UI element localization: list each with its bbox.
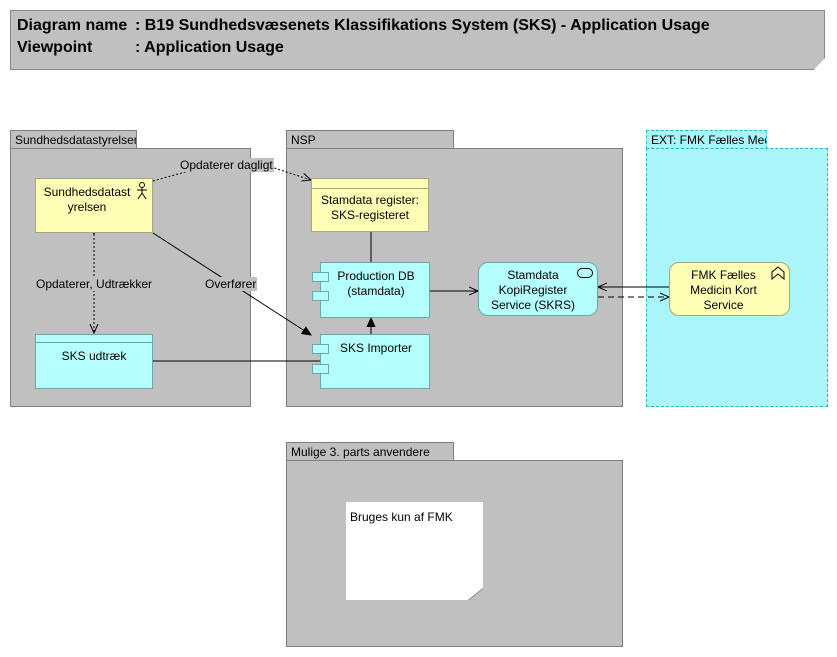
viewpoint-line: Viewpoint : Application Usage bbox=[17, 39, 284, 57]
function-fmk-service[interactable]: FMK Fælles Medicin Kort Service bbox=[669, 262, 790, 316]
viewpoint-value: : Application Usage bbox=[135, 39, 284, 56]
component-sks-importer-label: SKS Importer bbox=[339, 341, 413, 355]
note-text: Bruges kun af FMK bbox=[350, 510, 453, 524]
group-nsp-tab[interactable]: NSP bbox=[286, 130, 454, 149]
actor-sundhedsdatastyrelsen[interactable]: Sundhedsdatast yrelsen bbox=[35, 178, 153, 233]
actor-icon bbox=[137, 182, 147, 200]
viewpoint-label: Viewpoint bbox=[17, 39, 93, 56]
component-tab-icon bbox=[312, 291, 329, 301]
note-fold-corner bbox=[468, 588, 484, 601]
component-tab-icon bbox=[312, 272, 329, 282]
group-nsp-label: NSP bbox=[291, 133, 316, 147]
data-object-stamdata-register-label: Stamdata register: SKS-registeret bbox=[320, 193, 420, 222]
actor-sundhedsdatastyrelsen-label: Sundhedsdatast yrelsen bbox=[43, 185, 131, 214]
note-bruges-kun-af-fmk[interactable]: Bruges kun af FMK bbox=[346, 502, 483, 600]
diagram-header: Diagram name : B19 Sundhedsvæsenets Klass… bbox=[10, 10, 825, 70]
data-object-sks-udtraek[interactable]: SKS udtræk bbox=[35, 334, 153, 389]
function-icon bbox=[771, 266, 785, 280]
component-sks-importer[interactable]: SKS Importer bbox=[312, 334, 430, 389]
diagram-name-line: Diagram name : B19 Sundhedsvæsenets Klass… bbox=[17, 17, 710, 35]
diagram-name-label: Diagram name bbox=[17, 17, 128, 34]
data-object-divider bbox=[312, 188, 428, 189]
group-sundhedsdatastyrelsen-tab[interactable]: Sundhedsdatastyrelsen bbox=[10, 130, 137, 149]
flow-opdaterer-dagligt bbox=[152, 164, 311, 181]
diagram-name-value: : B19 Sundhedsvæsenets Klassifikations S… bbox=[135, 17, 710, 34]
service-icon bbox=[577, 268, 593, 278]
group-sundhedsdatastyrelsen-label: Sundhedsdatastyrelsen bbox=[15, 133, 137, 147]
service-skrs[interactable]: Stamdata KopiRegister Service (SKRS) bbox=[478, 262, 598, 316]
group-mulige-tab[interactable]: Mulige 3. parts anvendere bbox=[286, 442, 454, 461]
data-object-sks-udtraek-label: SKS udtræk bbox=[61, 349, 127, 363]
label-opdaterer-dagligt: Opdaterer dagligt bbox=[179, 158, 274, 172]
component-production-db[interactable]: Production DB (stamdata) bbox=[312, 262, 430, 318]
group-mulige-label: Mulige 3. parts anvendere bbox=[291, 445, 430, 459]
component-tab-icon bbox=[312, 364, 329, 374]
label-opdaterer-udtraekker: Opdaterer, Udtrækker bbox=[35, 277, 154, 291]
data-object-stamdata-register[interactable]: Stamdata register: SKS-registeret bbox=[311, 178, 429, 232]
group-ext-fmk-tab[interactable]: EXT: FMK Fælles Medicin Kort bbox=[646, 130, 767, 149]
data-object-divider bbox=[36, 342, 152, 343]
label-overforer: Overfører bbox=[204, 277, 258, 291]
service-skrs-label: Stamdata KopiRegister Service (SKRS) bbox=[490, 268, 576, 312]
component-tab-icon bbox=[312, 344, 329, 354]
function-fmk-service-label: FMK Fælles Medicin Kort Service bbox=[690, 268, 757, 312]
group-ext-fmk-label: EXT: FMK Fælles Medicin Kort bbox=[651, 133, 766, 147]
component-production-db-label: Production DB (stamdata) bbox=[337, 269, 415, 298]
